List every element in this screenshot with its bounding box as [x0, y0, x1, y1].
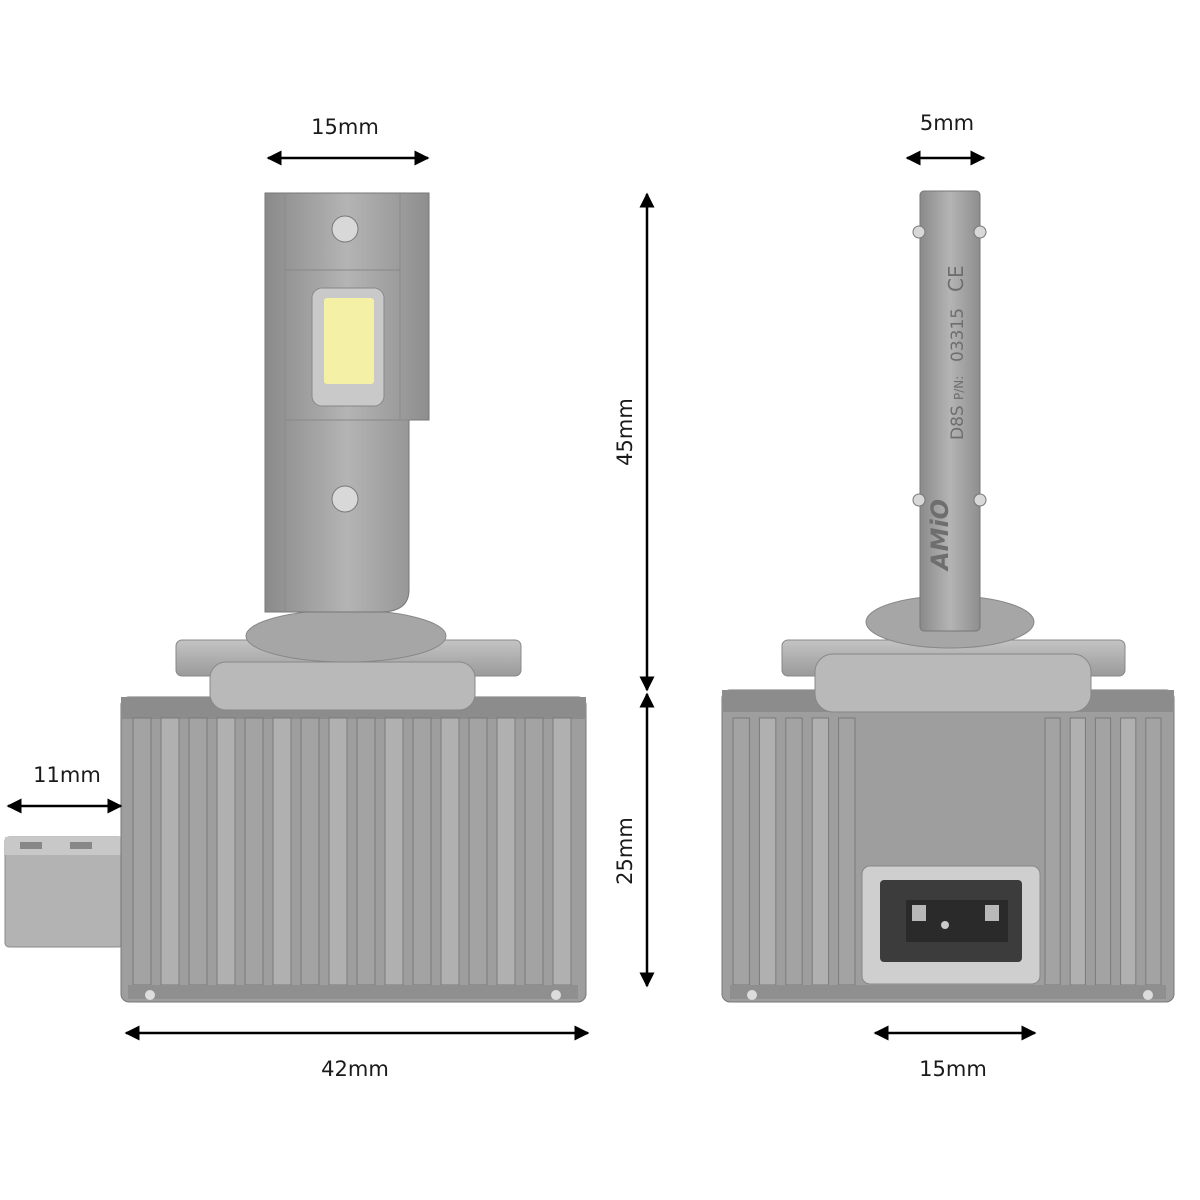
front-chip-width-label: 15mm	[311, 115, 379, 139]
rivet-icon	[331, 215, 359, 243]
base-height-label: 25mm	[613, 817, 637, 885]
brand-logo: AMiO	[926, 499, 954, 572]
heatsink-fin	[272, 717, 292, 986]
heatsink-fin	[1120, 717, 1137, 986]
heatsink-fin	[188, 717, 208, 986]
led-stem	[264, 192, 430, 613]
base-width-label: 42mm	[321, 1057, 389, 1081]
connector-width-label: 15mm	[919, 1057, 987, 1081]
heatsink-fin	[160, 717, 180, 986]
heatsink-fin	[1069, 717, 1086, 986]
heatsink-fin	[785, 717, 803, 986]
front-view-bulb	[4, 192, 587, 1003]
heatsink-fin	[524, 717, 544, 986]
heatsink-fin	[468, 717, 488, 986]
rivet-icon	[973, 493, 987, 507]
heatsink-fin	[496, 717, 516, 986]
ce-mark: CE	[944, 265, 968, 292]
heatsink-fin	[732, 717, 750, 986]
heatsink-fin	[412, 717, 432, 986]
rivet-icon	[331, 485, 359, 513]
heatsink-fin	[758, 717, 777, 986]
total-height-label: 45mm	[613, 398, 637, 466]
screw-icon	[1143, 990, 1153, 1000]
heatsink-fin	[440, 717, 460, 986]
heatsink-fin	[216, 717, 236, 986]
stem-thickness-label: 5mm	[920, 111, 974, 135]
connector-length-label: 11mm	[33, 763, 101, 787]
screw-icon	[747, 990, 757, 1000]
screw-icon	[145, 990, 155, 1000]
heatsink-base	[120, 696, 587, 1003]
heatsink-fin	[244, 717, 264, 986]
heatsink-fin	[838, 717, 856, 986]
rivet-icon	[973, 225, 987, 239]
heatsink-fin	[328, 717, 348, 986]
heatsink-fin	[811, 717, 830, 986]
heatsink-fin	[1044, 717, 1061, 986]
heatsink-fin	[1094, 717, 1112, 986]
heatsink-fin	[384, 717, 404, 986]
rivet-icon	[912, 493, 926, 507]
side-view-bulb: AMiO D8S P/N: 03315 CE	[721, 190, 1175, 1003]
heatsink-fin	[132, 717, 152, 986]
heatsink-fin	[356, 717, 376, 986]
led-chip	[324, 298, 374, 384]
thin-stem: AMiO D8S P/N: 03315 CE	[912, 190, 987, 632]
heatsink-fin	[1145, 717, 1162, 986]
heatsink-fin	[300, 717, 320, 986]
screw-icon	[551, 990, 561, 1000]
part-no-label: P/N:	[952, 376, 966, 400]
dimension-arrows	[6, 150, 1037, 1041]
rivet-icon	[912, 225, 926, 239]
dimension-labels: 15mm 5mm 45mm 25mm 11mm 42mm 15mm	[33, 111, 987, 1081]
connector-socket	[861, 865, 1041, 985]
connector-plug	[4, 836, 124, 948]
part-no-engraving: 03315	[948, 308, 968, 362]
model-engraving: D8S	[948, 405, 968, 440]
mounting-ring	[175, 609, 522, 711]
mounting-ring-side	[781, 595, 1126, 713]
heatsink-fin	[552, 717, 572, 986]
